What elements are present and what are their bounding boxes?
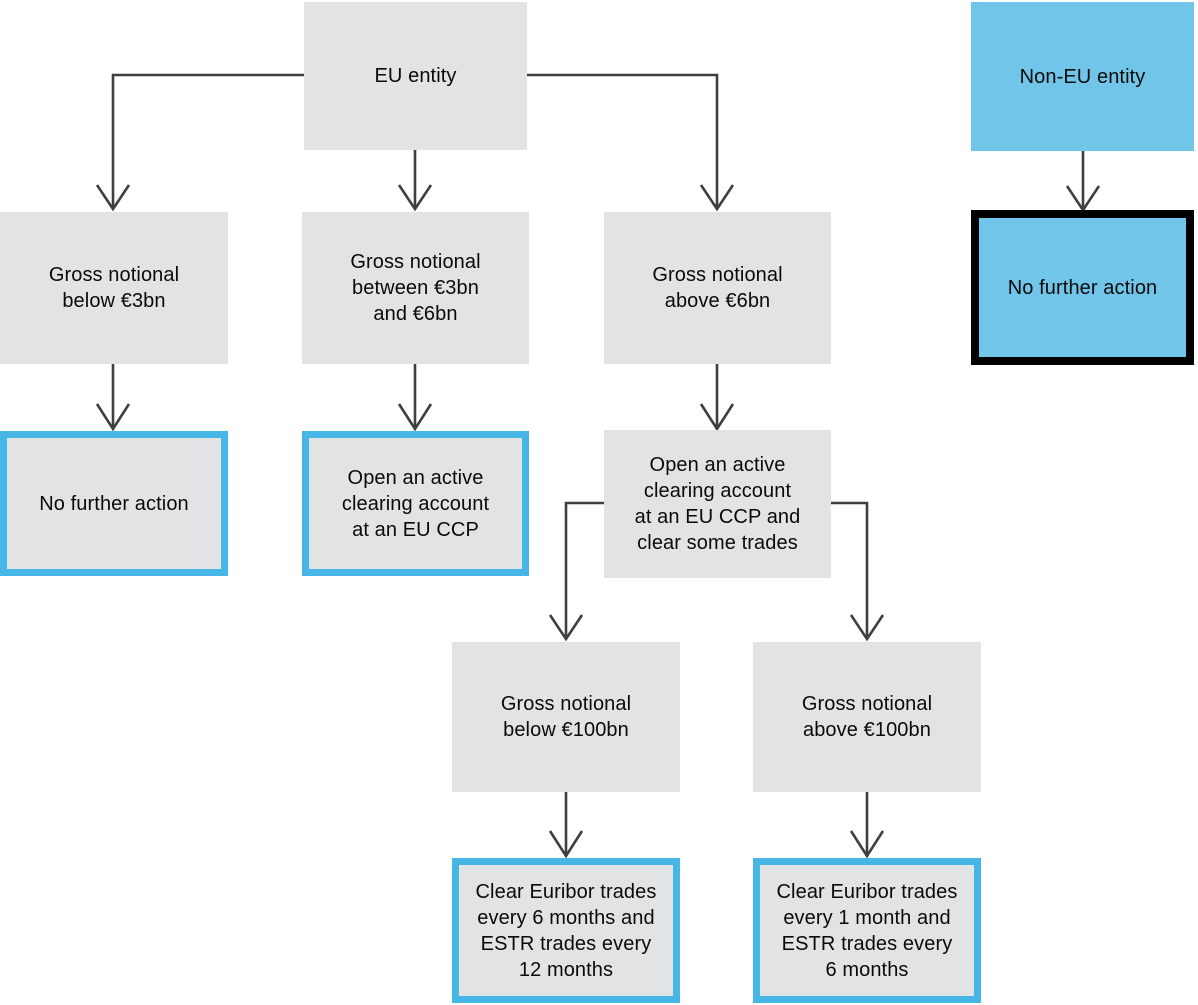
node-label: Gross notional below €100bn: [500, 693, 632, 741]
node-label: No further action: [1007, 276, 1158, 299]
node-clear-euribor-1-estr-6[interactable]: Clear Euribor trades every 1 month and E…: [753, 858, 981, 1003]
arrowhead-gross-above-100bn: [849, 614, 885, 642]
node-gross-below-100bn[interactable]: Gross notional below €100bn: [452, 642, 680, 792]
arrowhead-gross-above-6bn: [699, 184, 735, 212]
arrowhead-gross-below-100bn: [548, 614, 584, 642]
edge-eu-entity-to-gross-below-3bn: [111, 73, 304, 208]
node-open-account-clear-some-trades[interactable]: Open an active clearing account at an EU…: [604, 430, 831, 578]
node-non-eu-no-further-action[interactable]: No further action: [971, 210, 1194, 365]
node-label: Non-EU entity: [1019, 65, 1146, 88]
node-gross-above-100bn[interactable]: Gross notional above €100bn: [753, 642, 981, 792]
node-label: Clear Euribor trades every 6 months and …: [475, 880, 657, 981]
node-label: Clear Euribor trades every 1 month and E…: [776, 880, 958, 981]
arrowhead-no-further-action: [95, 403, 131, 432]
node-label: Gross notional above €100bn: [801, 693, 933, 741]
node-label: Open an active clearing account at an EU…: [634, 454, 801, 554]
node-label: No further action: [39, 492, 189, 515]
arrowhead-clear-euribor-6-estr-12: [548, 830, 584, 859]
arrowhead-non-eu-no-further-action: [1065, 185, 1101, 213]
arrowhead-gross-between-3bn-6bn: [397, 184, 433, 212]
node-open-account-eu-ccp[interactable]: Open an active clearing account at an EU…: [302, 431, 529, 576]
node-gross-below-3bn[interactable]: Gross notional below €3bn: [0, 212, 228, 364]
node-gross-between-3bn-6bn[interactable]: Gross notional between €3bn and €6bn: [302, 212, 529, 364]
node-eu-entity[interactable]: EU entity: [304, 2, 527, 150]
edge-open-account-clear-to-gross-below-100bn: [564, 501, 604, 638]
node-non-eu-entity[interactable]: Non-EU entity: [971, 2, 1194, 151]
node-gross-above-6bn[interactable]: Gross notional above €6bn: [604, 212, 831, 364]
edge-open-account-clear-to-gross-above-100bn: [830, 501, 869, 638]
node-label: Gross notional between €3bn and €6bn: [350, 251, 481, 325]
arrowhead-clear-euribor-1-estr-6: [849, 830, 885, 859]
node-label: EU entity: [374, 65, 457, 87]
arrowhead-open-account-clear-some-trades: [699, 403, 735, 432]
edge-eu-entity-to-gross-above-6bn: [527, 73, 719, 208]
node-clear-euribor-6-estr-12[interactable]: Clear Euribor trades every 6 months and …: [452, 858, 680, 1003]
node-label: Gross notional below €3bn: [48, 264, 180, 312]
node-label: Open an active clearing account at an EU…: [341, 466, 490, 541]
node-label: Gross notional above €6bn: [652, 264, 783, 312]
node-no-further-action[interactable]: No further action: [0, 431, 228, 576]
arrowhead-gross-below-3bn: [95, 184, 131, 212]
arrowhead-open-account-eu-ccp: [397, 403, 433, 432]
